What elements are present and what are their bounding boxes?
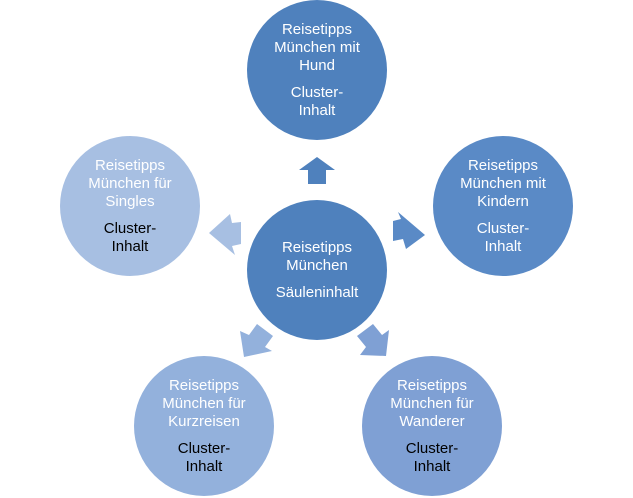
arrow-to-left [209,214,241,255]
node-center-title: Reisetipps München [281,238,353,274]
arrow-to-top [299,157,335,184]
node-center-pillar: Reisetipps München Säuleninhalt [247,200,387,340]
node-singles-title: Reisetipps München für Singles [88,156,172,210]
arrow-to-bottom-right [357,324,389,356]
node-kurzreisen-title: Reisetipps München für Kurzreisen [162,376,246,430]
node-hund-title: Reisetipps München mit Hund [274,20,360,74]
node-singles: Reisetipps München für Singles Cluster- … [60,136,200,276]
node-wanderer-subtitle: Cluster- Inhalt [405,439,459,475]
node-center-subtitle: Säuleninhalt [275,283,359,301]
node-hund: Reisetipps München mit Hund Cluster- Inh… [247,0,387,140]
node-kindern: Reisetipps München mit Kindern Cluster- … [433,136,573,276]
node-kurzreisen-subtitle: Cluster- Inhalt [177,439,231,475]
node-kurzreisen: Reisetipps München für Kurzreisen Cluste… [134,356,274,496]
arrow-to-bottom-left [240,324,273,357]
node-hund-subtitle: Cluster- Inhalt [290,83,344,119]
node-wanderer: Reisetipps München für Wanderer Cluster-… [362,356,502,496]
node-wanderer-title: Reisetipps München für Wanderer [390,376,474,430]
arrow-to-right [393,212,425,249]
node-kindern-subtitle: Cluster- Inhalt [476,219,530,255]
node-singles-subtitle: Cluster- Inhalt [103,219,157,255]
node-kindern-title: Reisetipps München mit Kindern [460,156,546,210]
